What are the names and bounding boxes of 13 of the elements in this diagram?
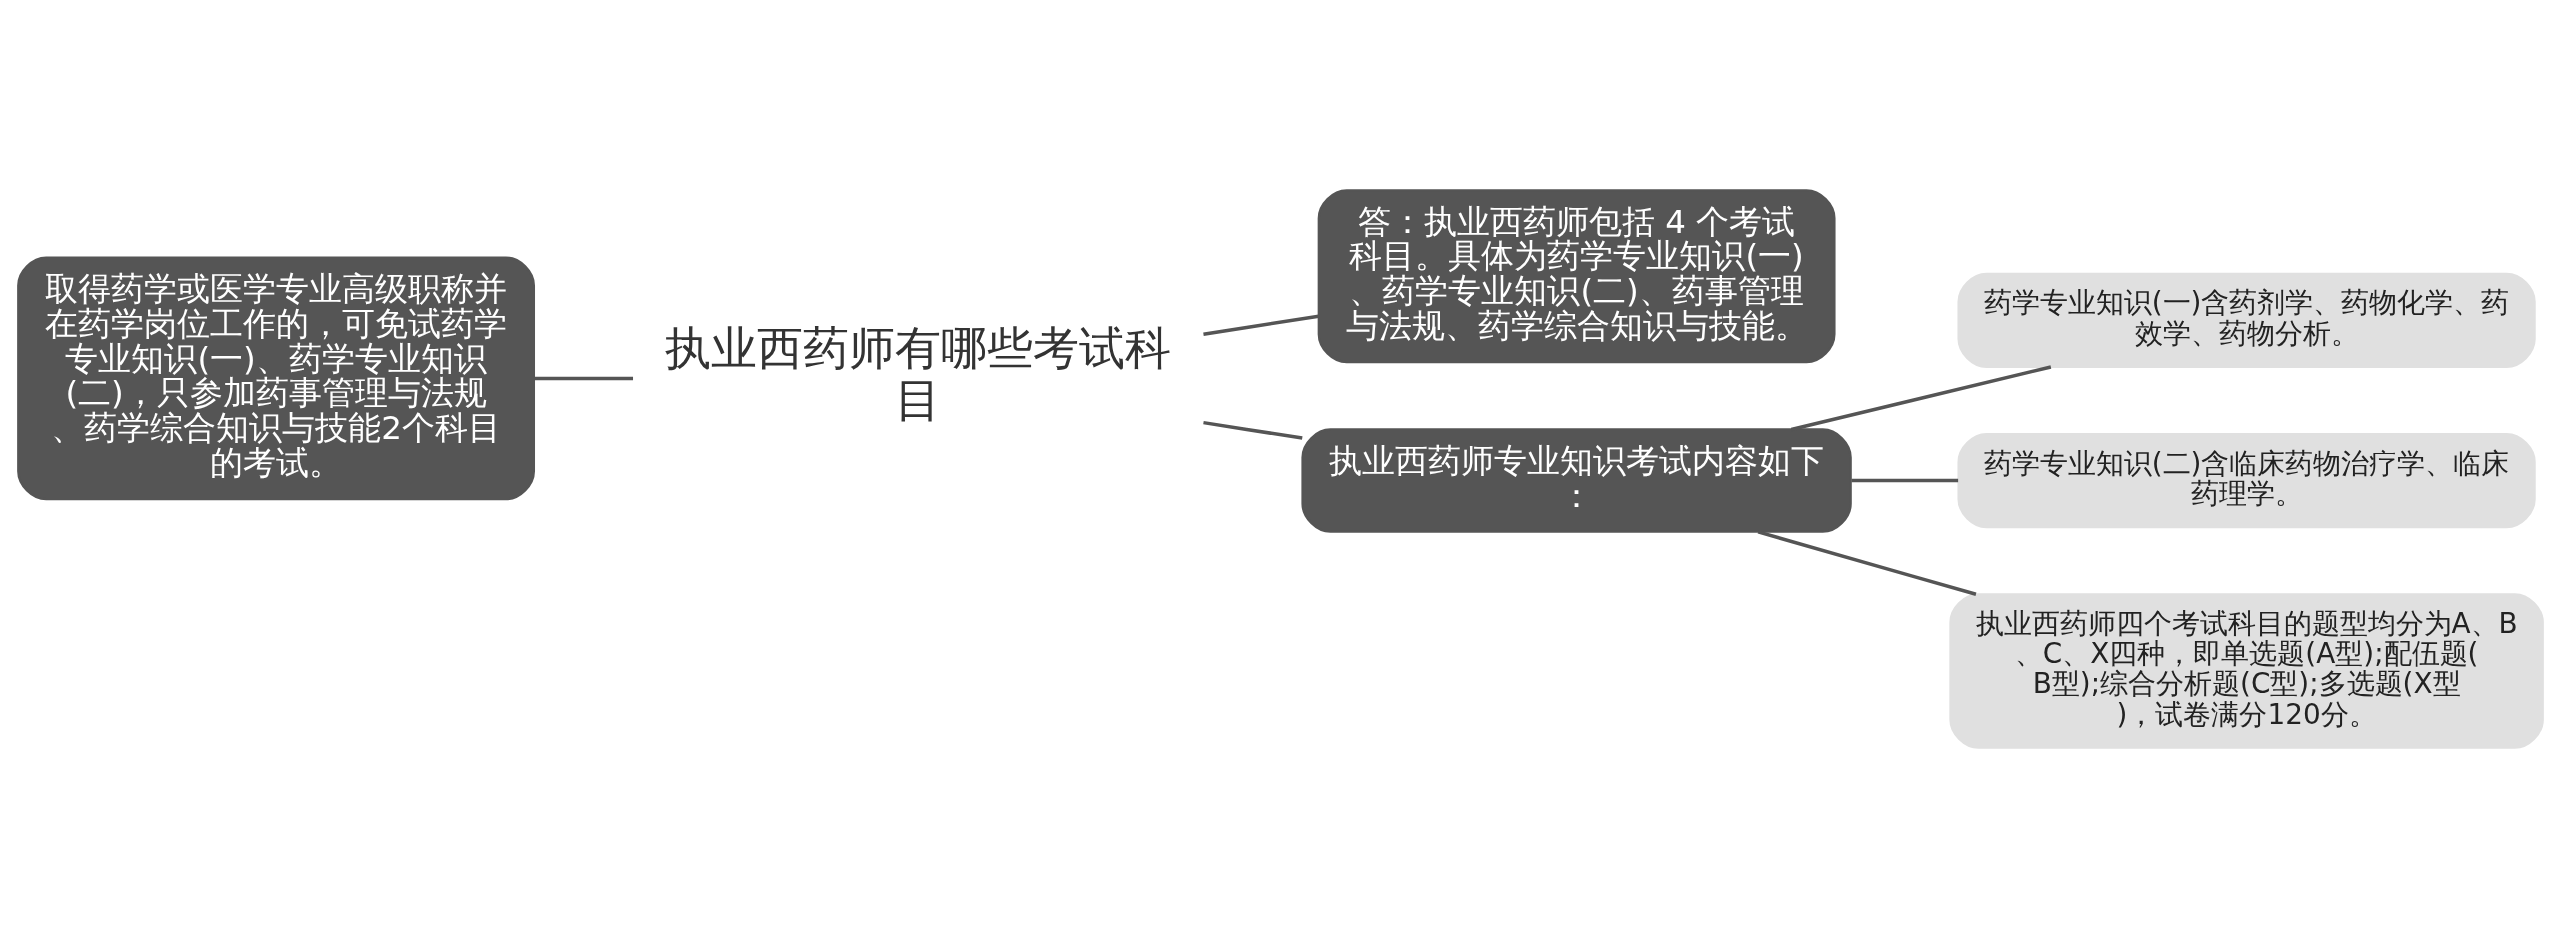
node-box: 执业西药师四个考试科目的题型均分为A、B、C、X四种，即单选题(A型);配伍题(B型);综合分析题(C型);多选题(X型)，试卷满分120分。 [1948,593,2544,749]
connector [1851,478,1958,483]
node-box: 取得药学或医学专业高级职称并在药学岗位工作的，可免试药学专业知识(一)、药学专业知识(二)，只参加药事管理与法规、药学综合知识与技能2个科目的考试。 [16,256,535,501]
connector [1790,365,2051,432]
connector [1757,530,1976,596]
node-text: 执业西药师有哪些考试科目 [664,321,1171,427]
node-box: 药学专业知识(一)含药剂学、药物化学、药效学、药物分析。 [1956,272,2536,368]
node-box: 执业西药师专业知识考试内容如下： [1300,428,1852,533]
connector [1202,314,1319,336]
connector [533,376,633,381]
node-box: 药学专业知识(二)含临床药物治疗学、临床药理学。 [1956,433,2536,529]
node-box: 答：执业西药师包括 4 个考试科目。具体为药学专业知识(一)、药学专业知识(二)、药事管理与法规、药学综合知识与技能。 [1317,189,1836,364]
connector [1202,420,1303,440]
